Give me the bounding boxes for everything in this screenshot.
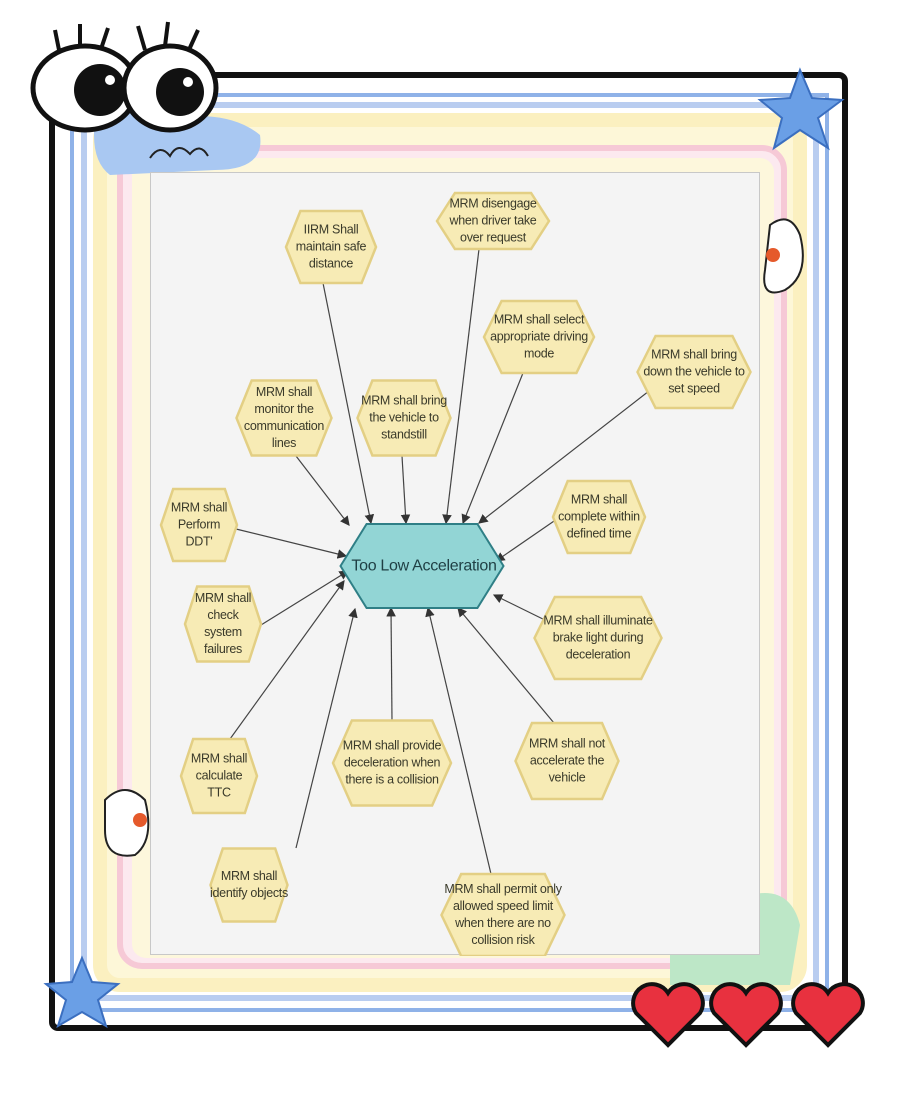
requirement-node-shape[interactable] — [179, 737, 259, 815]
edge-arrow — [495, 518, 558, 562]
requirement-node-shape[interactable] — [514, 721, 620, 801]
edge-arrow — [461, 372, 524, 525]
requirement-node-label: MRM shall permit only allowed speed limi… — [444, 882, 562, 947]
diagram-graphics — [159, 191, 752, 956]
requirement-node-shape[interactable] — [482, 299, 596, 375]
edge-arrow — [295, 607, 358, 849]
requirement-node-label: MRM shall select appropriate driving mod… — [490, 312, 588, 361]
central-hazard-node-label: Too Low Acceleration — [351, 557, 497, 575]
requirement-node-label: MRM shall Perform DDT' — [170, 500, 228, 549]
requirement-node-label: MRM disengage when driver take over requ… — [449, 196, 537, 245]
diagram-canvas: IIRM Shall maintain safe distance MRM dis… — [150, 172, 760, 956]
edge-arrow — [478, 390, 650, 524]
requirement-node-label: MRM shall not accelerate the vehicle — [529, 736, 605, 785]
requirement-node-shape[interactable] — [331, 719, 453, 807]
requirement-node-label: MRM shall illuminate brake light during … — [543, 613, 653, 662]
requirement-node-label: IIRM Shall maintain safe distance — [295, 222, 367, 271]
requirement-node-label: MRM shall complete within defined time — [558, 492, 640, 541]
requirement-node-shape[interactable] — [209, 847, 289, 923]
edge-arrow — [322, 282, 375, 525]
requirement-node-shape[interactable] — [551, 479, 647, 555]
edge-arrow — [400, 455, 411, 525]
star-icon — [757, 67, 845, 151]
requirement-node-label: MRM shall provide deceleration when ther… — [342, 738, 442, 787]
cloud-icon — [94, 109, 261, 175]
requirement-node-label: MRM shall monitor the communication line… — [243, 385, 325, 450]
edge-arrow — [425, 606, 492, 875]
requirement-node-label: MRM shall identify objects — [210, 869, 288, 900]
requirement-node-shape[interactable] — [183, 585, 263, 663]
requirement-node-shape[interactable] — [440, 872, 566, 956]
edge-arrow — [229, 580, 345, 740]
requirement-node-label: MRM shall check system failures — [194, 591, 252, 656]
requirement-node-shape[interactable] — [284, 209, 378, 285]
requirement-node-label: MRM shall bring down the vehicle to set … — [643, 347, 745, 396]
hearts-icon — [631, 982, 865, 1048]
star-icon — [43, 955, 121, 1029]
requirement-node-shape[interactable] — [235, 379, 333, 457]
requirement-node-shape[interactable] — [435, 191, 551, 251]
central-hazard-node-shape[interactable] — [339, 523, 505, 609]
requirement-node-shape[interactable] — [356, 379, 452, 457]
edge-arrow — [442, 248, 480, 525]
edge-arrow — [235, 528, 348, 559]
eyes-icon — [30, 21, 219, 133]
edge-arrow — [386, 606, 396, 722]
requirement-node-label: MRM shall bring the vehicle to standstil… — [361, 393, 447, 442]
edge-arrow — [457, 607, 555, 724]
edge-arrow — [260, 570, 350, 626]
edge-arrow — [295, 455, 350, 526]
requirement-node-shape[interactable] — [533, 595, 663, 681]
requirement-node-shape[interactable] — [636, 334, 752, 410]
requirement-node-shape[interactable] — [159, 487, 239, 563]
requirement-node-label: MRM shall calculate TTC — [190, 751, 248, 800]
